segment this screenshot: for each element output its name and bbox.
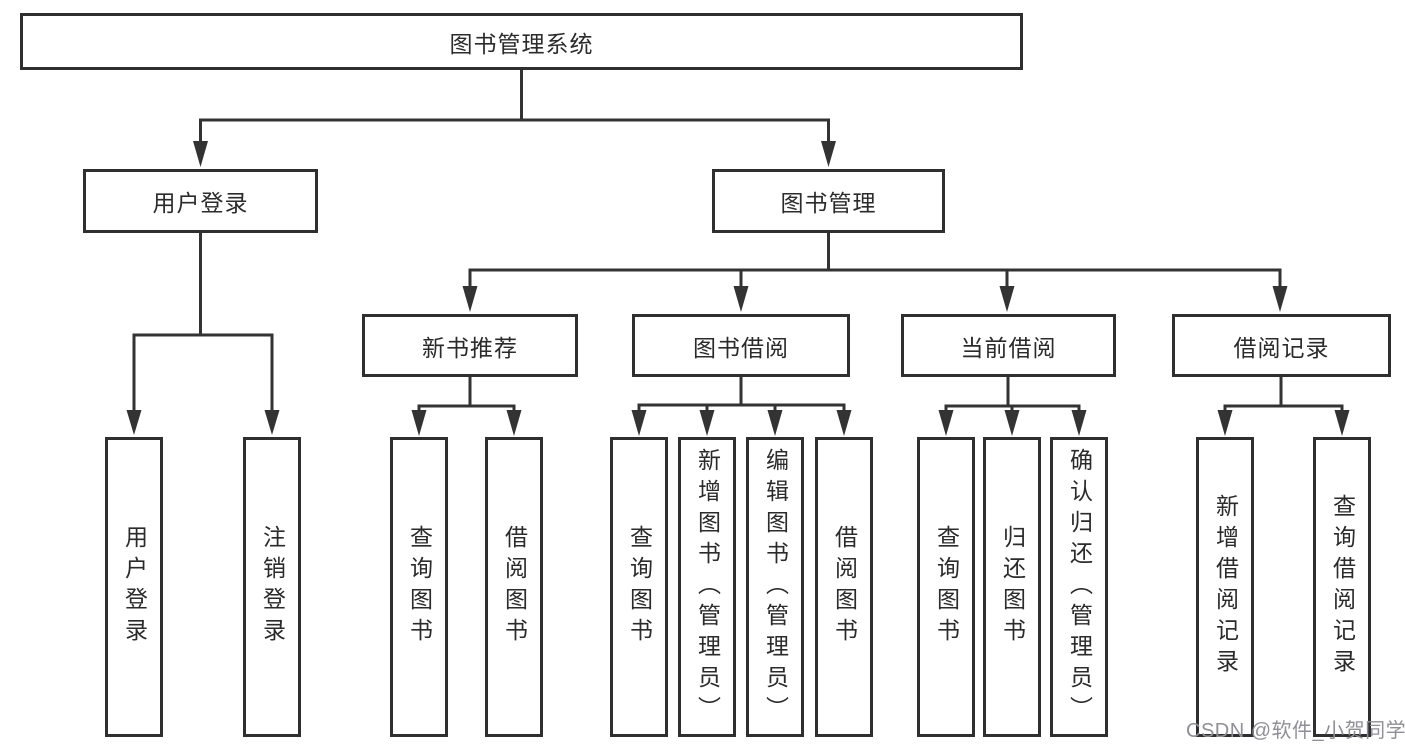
node-label: 图书借阅 [693, 334, 789, 361]
node-borrowing-records: 借阅记录 [1172, 314, 1391, 377]
node-label: 查询借阅记录 [1329, 494, 1356, 680]
node-leaf-borrow-books: 借阅图书 [815, 437, 873, 737]
node-leaf-logout: 注销登录 [243, 437, 301, 737]
node-label: 查询图书 [933, 525, 960, 649]
node-label: 借阅图书 [831, 525, 858, 649]
node-label: 借阅记录 [1233, 334, 1330, 361]
node-book-borrowing: 图书借阅 [632, 314, 850, 377]
node-label: 新增借阅记录 [1212, 494, 1239, 680]
node-new-book-recommend: 新书推荐 [362, 314, 578, 377]
node-leaf-borrow-books-recommend: 借阅图书 [485, 437, 543, 737]
node-label: 确认归还（管理员） [1066, 447, 1093, 727]
node-label: 新书推荐 [422, 334, 518, 361]
node-leaf-query-books-recommend: 查询图书 [390, 437, 448, 737]
connector-current-borrow-to-leaves [938, 377, 1087, 436]
node-label: 用户登录 [152, 190, 249, 216]
node-root-system: 图书管理系统 [20, 13, 1023, 70]
node-leaf-query-borrow-record: 查询借阅记录 [1313, 437, 1371, 737]
connector-borrow-records-to-leaves [1217, 377, 1350, 436]
node-label: 注销登录 [259, 525, 286, 649]
node-current-borrowing: 当前借阅 [901, 314, 1116, 377]
node-label: 归还图书 [999, 525, 1026, 649]
connector-new-book-to-leaves [411, 377, 522, 436]
node-leaf-query-books-borrow: 查询图书 [610, 437, 668, 737]
node-leaf-return-books: 归还图书 [983, 437, 1041, 737]
connector-book-borrow-to-leaves [631, 377, 852, 436]
node-label: 当前借阅 [960, 334, 1057, 361]
node-label: 用户登录 [121, 525, 148, 649]
node-root-label: 图书管理系统 [449, 30, 594, 57]
node-label: 借阅图书 [501, 525, 528, 649]
node-leaf-query-books-current: 查询图书 [917, 437, 975, 737]
node-leaf-add-books-admin: 新增图书（管理员） [678, 437, 736, 737]
node-book-management: 图书管理 [712, 169, 945, 233]
node-leaf-confirm-return-admin: 确认归还（管理员） [1050, 437, 1108, 737]
node-leaf-add-borrow-record: 新增借阅记录 [1196, 437, 1254, 737]
node-label: 图书管理 [780, 190, 877, 216]
node-label: 查询图书 [406, 525, 433, 649]
node-leaf-user-login: 用户登录 [105, 437, 163, 737]
node-user-login: 用户登录 [83, 169, 318, 233]
csdn-watermark: CSDN @软件_小贺同学 [1186, 720, 1405, 742]
node-label: 编辑图书（管理员） [762, 447, 789, 727]
node-label: 新增图书（管理员） [694, 447, 721, 727]
node-label: 查询图书 [626, 525, 653, 649]
connector-root-to-level2 [193, 70, 836, 167]
connector-user-login-to-leaves [126, 233, 280, 435]
node-leaf-edit-books-admin: 编辑图书（管理员） [746, 437, 804, 737]
connector-book-mgmt-to-level3 [462, 233, 1288, 312]
